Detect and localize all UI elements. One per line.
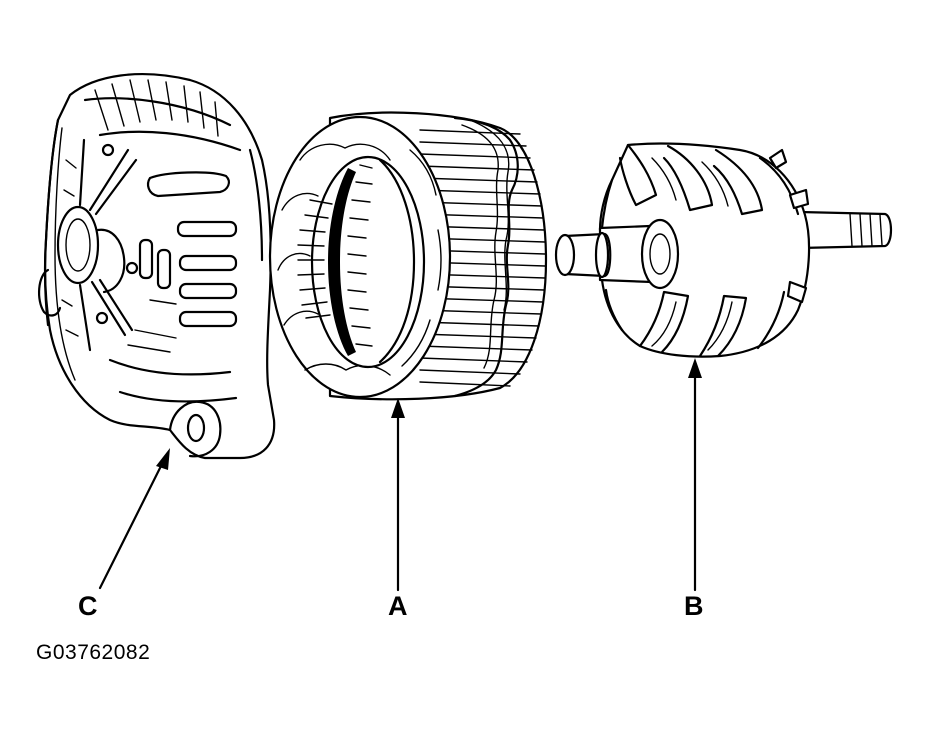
callout-label-a: A xyxy=(388,591,408,621)
callout-leader-stator xyxy=(391,398,405,592)
callout-label-b: B xyxy=(684,591,704,621)
figure-id: G03762082 xyxy=(36,641,151,664)
alternator-stator-drawing xyxy=(268,111,548,401)
alternator-housing-drawing xyxy=(38,73,276,460)
callout-label-c: C xyxy=(78,591,98,621)
callout-leader-rotor xyxy=(688,358,702,592)
alternator-rotor-drawing xyxy=(554,142,893,358)
callout-leader-housing xyxy=(98,448,170,590)
